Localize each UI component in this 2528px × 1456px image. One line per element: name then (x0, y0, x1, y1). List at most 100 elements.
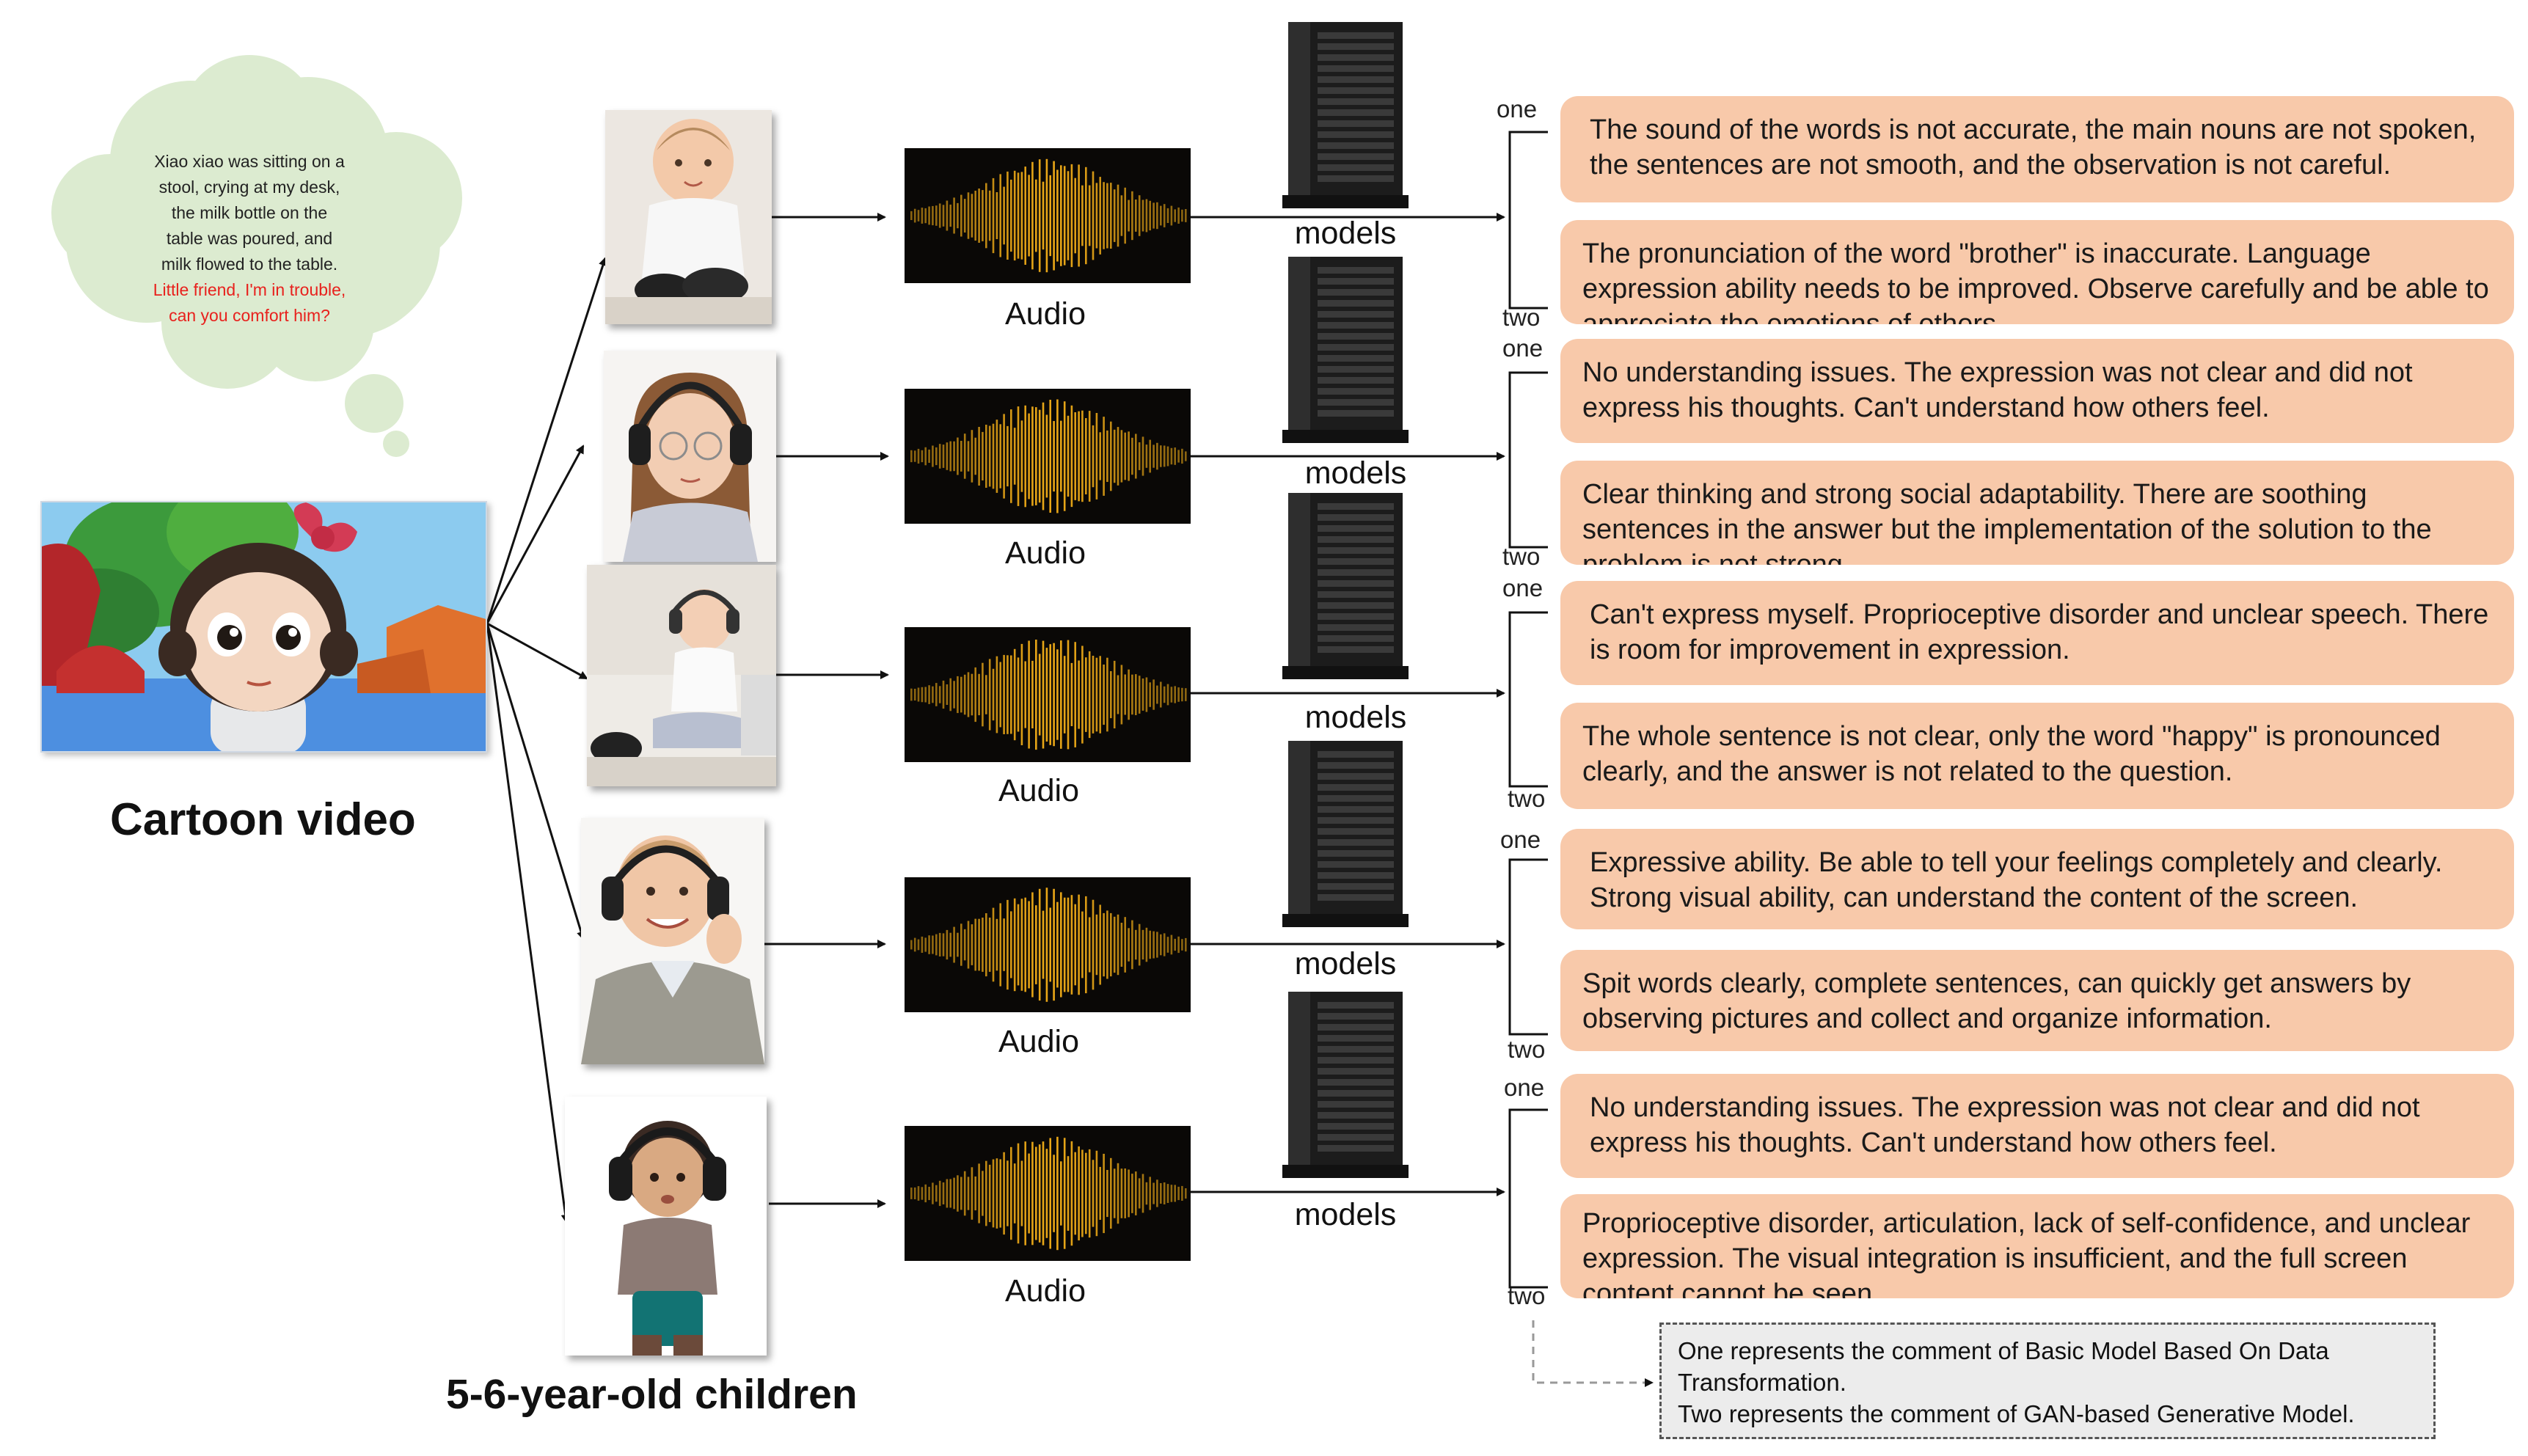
server-slot (1318, 762, 1394, 769)
server-slot (1318, 872, 1394, 879)
waveform-bar (1117, 184, 1119, 247)
waveform-bar (1045, 414, 1048, 498)
waveform-bar (1038, 409, 1041, 503)
waveform-bar (1085, 657, 1087, 732)
waveform-bar (1013, 170, 1016, 261)
waveform-bar (1156, 932, 1158, 958)
server-slot (1318, 784, 1394, 791)
waveform-bar (1113, 189, 1116, 242)
waveform-bar (1085, 896, 1087, 994)
waveform-bar (957, 437, 959, 475)
server-slot (1318, 410, 1394, 417)
server-slot (1318, 1145, 1394, 1152)
waveform-bar (1042, 1141, 1045, 1245)
waveform-bar (1145, 445, 1148, 468)
waveform-bar (1181, 939, 1183, 951)
waveform-bar (1056, 1136, 1059, 1251)
waveform-bar (935, 205, 938, 226)
waveform-bar (1131, 920, 1133, 970)
server-slot (1318, 399, 1394, 406)
waveform-bar (1078, 411, 1080, 502)
comment-one: Can't express myself. Proprioceptive dis… (1560, 581, 2514, 685)
waveform-bar (999, 903, 1001, 987)
waveform-bar (1024, 661, 1026, 728)
waveform-bar (924, 687, 927, 703)
models-label: models (1294, 946, 1397, 981)
waveform-bar (1088, 411, 1091, 502)
bubble-story: Xiao xiao was sitting on a stool, crying… (117, 149, 381, 329)
waveform-bar (1131, 191, 1133, 241)
waveform-bar (1163, 445, 1166, 467)
tag-one: one (1500, 826, 1541, 853)
waveform-bar (1092, 1160, 1095, 1227)
waveform-bar (1035, 640, 1037, 750)
waveform-bar (1099, 432, 1101, 480)
waveform-bar (1078, 660, 1080, 729)
waveform-bar (1131, 437, 1133, 475)
waveform-bar (1049, 400, 1051, 513)
server-slot (1318, 613, 1394, 620)
waveform-bar (1106, 1170, 1108, 1218)
waveform-bar (1106, 183, 1108, 249)
cartoon-character-illustration (42, 502, 486, 751)
comment-two: The pronunciation of the word "brother" … (1560, 220, 2514, 324)
waveform-bar (953, 441, 955, 472)
waveform-bar (1078, 1146, 1080, 1241)
waveform-bar (1103, 912, 1105, 977)
waveform-bar (992, 178, 995, 254)
waveform-bar (1099, 904, 1101, 985)
waveform-bar (1099, 177, 1101, 255)
waveform-bar (1152, 1182, 1155, 1204)
server-slot (1318, 602, 1394, 609)
waveform-bar (1092, 171, 1095, 260)
waveform-bar (967, 441, 970, 472)
waveform-bar (982, 918, 984, 972)
waveform-bar (946, 929, 949, 960)
tag-two: two (1502, 304, 1541, 331)
audio-label: Audio (1005, 296, 1086, 332)
waveform-bar (1095, 914, 1098, 976)
waveform-bar (924, 208, 927, 224)
waveform-bar (1156, 685, 1158, 704)
comment-two: Proprioceptive disorder, articulation, l… (1560, 1194, 2514, 1298)
waveform-bar (1135, 433, 1137, 479)
child-photo (587, 565, 776, 786)
waveform-bar (1152, 679, 1155, 710)
server-rack-graphic (1282, 992, 1409, 1178)
waveform-bar (932, 1182, 934, 1204)
waveform-graphic (910, 399, 1187, 513)
waveform-bar (938, 203, 941, 228)
waveform-bar (1185, 1188, 1187, 1199)
waveform-bar (1010, 655, 1012, 734)
server-slot (1318, 120, 1394, 127)
waveform-bar (988, 190, 991, 241)
server-slot (1318, 76, 1394, 83)
waveform-bar (1181, 209, 1183, 222)
waveform-bar (1020, 643, 1023, 745)
waveform-bar (1174, 686, 1176, 703)
waveform-bar (1149, 1177, 1151, 1210)
waveform-bar (1028, 175, 1030, 257)
waveform-bar (1085, 418, 1087, 494)
tag-two: two (1508, 1282, 1546, 1309)
children-label: 5-6-year-old children (446, 1371, 858, 1418)
waveform-bar (1020, 899, 1023, 991)
waveform-bar (1045, 158, 1048, 273)
server-slot (1318, 65, 1394, 72)
waveform-bar (1138, 676, 1141, 714)
waveform-bar (917, 1186, 920, 1201)
waveform-bar (1078, 164, 1080, 267)
child-photo (565, 1097, 767, 1356)
waveform-bar (924, 937, 927, 952)
waveform-bar (1177, 207, 1180, 224)
waveform-bar (1035, 407, 1037, 505)
waveform-bar (1081, 911, 1084, 978)
waveform-bar (1028, 413, 1030, 500)
waveform-bar (1053, 161, 1055, 271)
waveform-bar (935, 683, 938, 706)
waveform-bar (996, 1158, 998, 1229)
server-side (1288, 257, 1310, 430)
waveform-bar (1124, 432, 1126, 480)
waveform-bar (988, 425, 991, 487)
server-rack-graphic (1282, 257, 1409, 443)
